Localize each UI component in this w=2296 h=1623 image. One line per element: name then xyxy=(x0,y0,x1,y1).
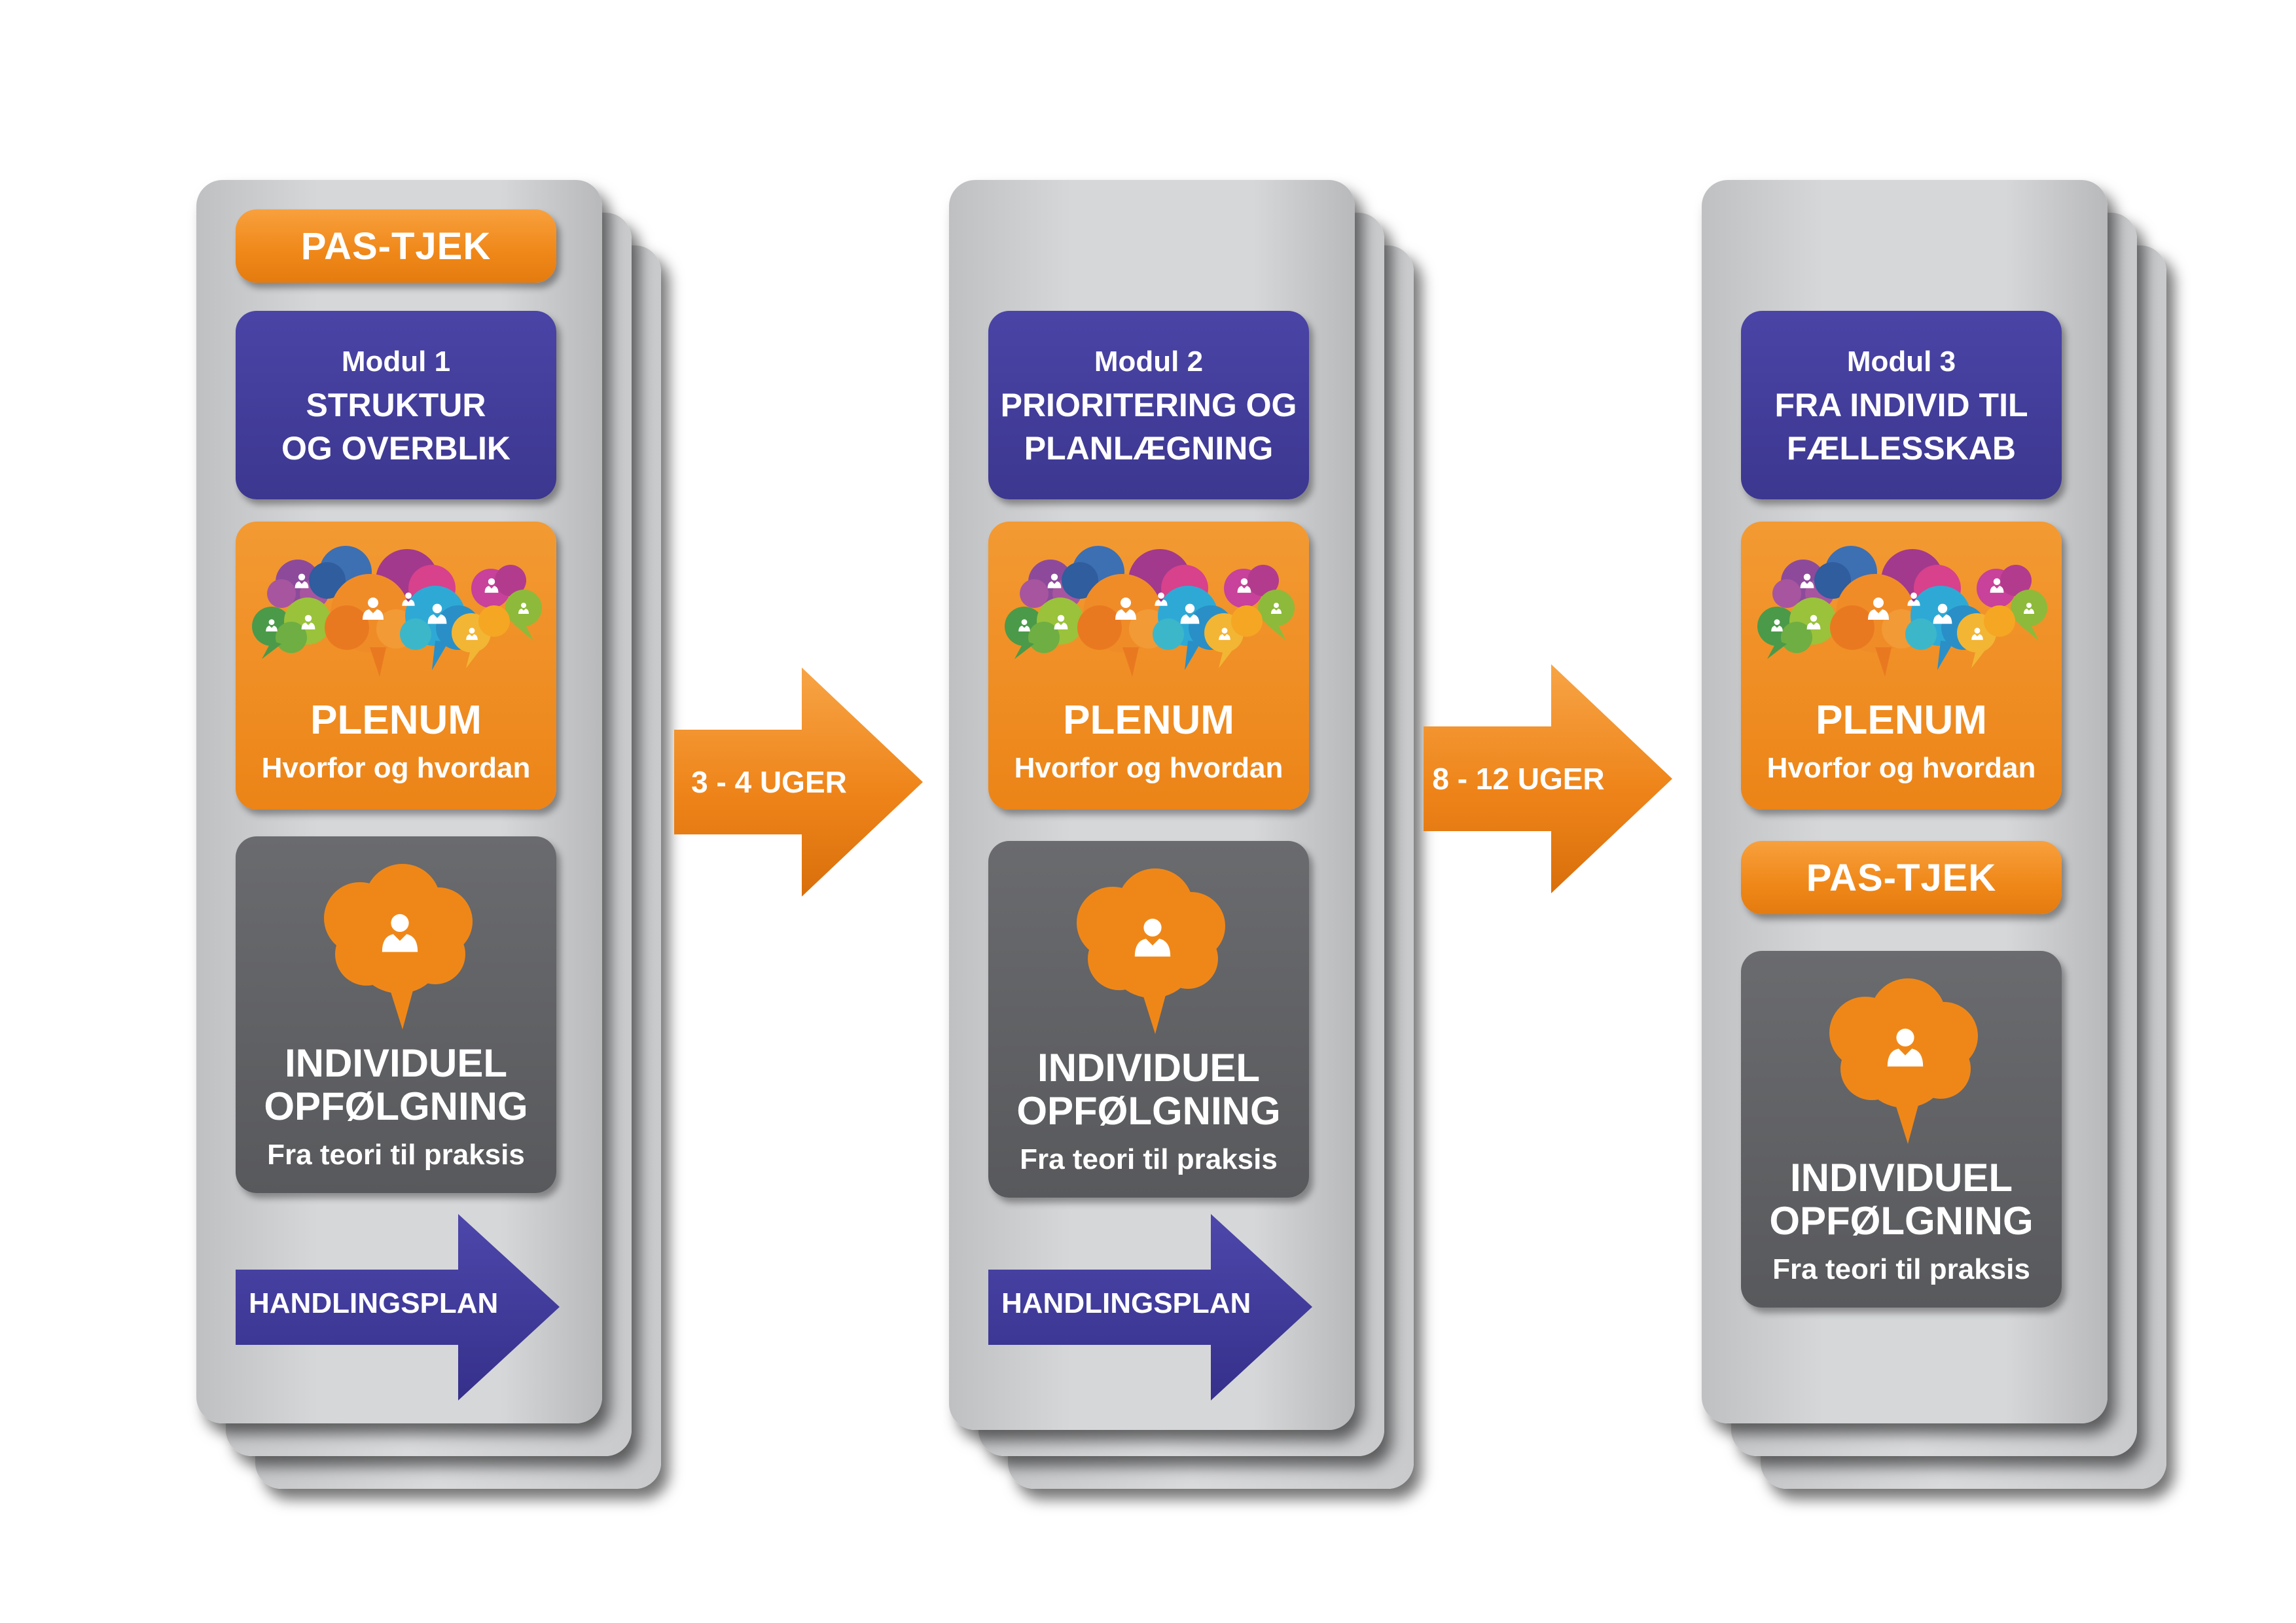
speech-bubble-person-icon xyxy=(304,856,488,1039)
speech-bubble-person-icon xyxy=(1810,971,1993,1154)
arrow-right-icon xyxy=(1424,664,1672,893)
module-title-box: Modul 1 STRUKTUR OG OVERBLIK xyxy=(236,311,556,499)
card-front-layer: PAS-TJEK Modul 1 STRUKTUR OG OVERBLIK PL… xyxy=(196,180,602,1423)
plenum-box: PLENUM Hvorfor og hvordan xyxy=(988,522,1309,810)
module-title-line1: PRIORITERING OG xyxy=(1000,387,1297,423)
card-front-layer: Modul 2 PRIORITERING OG PLANLÆGNING PLEN… xyxy=(949,180,1355,1430)
action-plan-arrow: HANDLINGSPLAN xyxy=(988,1214,1316,1400)
interval-label: 3 - 4 UGER xyxy=(691,765,847,799)
individual-followup-box: INDIVIDUEL OPFØLGNING Fra teori til prak… xyxy=(1741,951,2062,1308)
card-front-layer: Modul 3 FRA INDIVID TIL FÆLLESSKAB PLENU… xyxy=(1702,180,2108,1423)
pas-tjek-label: PAS-TJEK xyxy=(300,224,492,268)
speech-bubbles-people-icon xyxy=(1741,543,2062,680)
individual-title-line2: OPFØLGNING xyxy=(264,1084,528,1128)
action-plan-label: HANDLINGSPLAN xyxy=(249,1287,499,1319)
module-title-line1: FRA INDIVID TIL xyxy=(1774,387,2028,423)
module-title-line2: PLANLÆGNING xyxy=(1024,430,1274,467)
pas-tjek-badge: PAS-TJEK xyxy=(1741,841,2062,914)
individual-followup-box: INDIVIDUEL OPFØLGNING Fra teori til prak… xyxy=(236,836,556,1193)
plenum-subtitle: Hvorfor og hvordan xyxy=(261,752,531,784)
arrow-right-icon xyxy=(988,1214,1312,1400)
arrow-right-icon xyxy=(236,1214,560,1400)
individual-title-line1: INDIVIDUEL xyxy=(1037,1046,1261,1090)
plenum-title: PLENUM xyxy=(310,698,482,743)
module-title-box: Modul 2 PRIORITERING OG PLANLÆGNING xyxy=(988,311,1309,499)
individual-title-line2: OPFØLGNING xyxy=(1016,1089,1281,1133)
speech-bubbles-people-icon xyxy=(988,543,1309,680)
action-plan-arrow: HANDLINGSPLAN xyxy=(236,1214,563,1400)
individual-followup-box: INDIVIDUEL OPFØLGNING Fra teori til prak… xyxy=(988,841,1309,1198)
module-1-stack: PAS-TJEK Modul 1 STRUKTUR OG OVERBLIK PL… xyxy=(196,180,661,1489)
plenum-subtitle: Hvorfor og hvordan xyxy=(1014,752,1283,784)
plenum-title: PLENUM xyxy=(1063,698,1234,743)
interval-arrow-1: 3 - 4 UGER xyxy=(674,668,923,897)
plenum-box: PLENUM Hvorfor og hvordan xyxy=(236,522,556,810)
individual-subtitle: Fra teori til praksis xyxy=(1020,1143,1278,1175)
pas-tjek-badge: PAS-TJEK xyxy=(236,209,556,283)
action-plan-label: HANDLINGSPLAN xyxy=(1001,1287,1251,1319)
plenum-subtitle: Hvorfor og hvordan xyxy=(1767,752,2036,784)
speech-bubbles-people-icon xyxy=(236,543,556,680)
module-title-line2: FÆLLESSKAB xyxy=(1787,430,2016,467)
speech-bubble-person-icon xyxy=(1057,861,1240,1044)
individual-title-line2: OPFØLGNING xyxy=(1769,1199,2034,1243)
module-2-stack: Modul 2 PRIORITERING OG PLANLÆGNING PLEN… xyxy=(949,180,1414,1489)
individual-subtitle: Fra teori til praksis xyxy=(267,1139,525,1171)
arrow-right-icon xyxy=(674,668,923,897)
plenum-box: PLENUM Hvorfor og hvordan xyxy=(1741,522,2062,810)
module-number: Modul 1 xyxy=(341,346,451,378)
plenum-title: PLENUM xyxy=(1816,698,1987,743)
individual-subtitle: Fra teori til praksis xyxy=(1772,1253,2030,1285)
module-number: Modul 2 xyxy=(1094,346,1204,378)
module-number: Modul 3 xyxy=(1846,346,1956,378)
module-title-line2: OG OVERBLIK xyxy=(281,430,511,467)
individual-title-line1: INDIVIDUEL xyxy=(284,1041,508,1085)
individual-title-line1: INDIVIDUEL xyxy=(1789,1156,2013,1200)
module-title-box: Modul 3 FRA INDIVID TIL FÆLLESSKAB xyxy=(1741,311,2062,499)
interval-arrow-2: 8 - 12 UGER xyxy=(1424,664,1672,893)
pas-tjek-label: PAS-TJEK xyxy=(1806,856,1997,899)
module-title-line1: STRUKTUR xyxy=(306,387,486,423)
module-3-stack: Modul 3 FRA INDIVID TIL FÆLLESSKAB PLENU… xyxy=(1702,180,2166,1489)
interval-label: 8 - 12 UGER xyxy=(1432,762,1605,796)
